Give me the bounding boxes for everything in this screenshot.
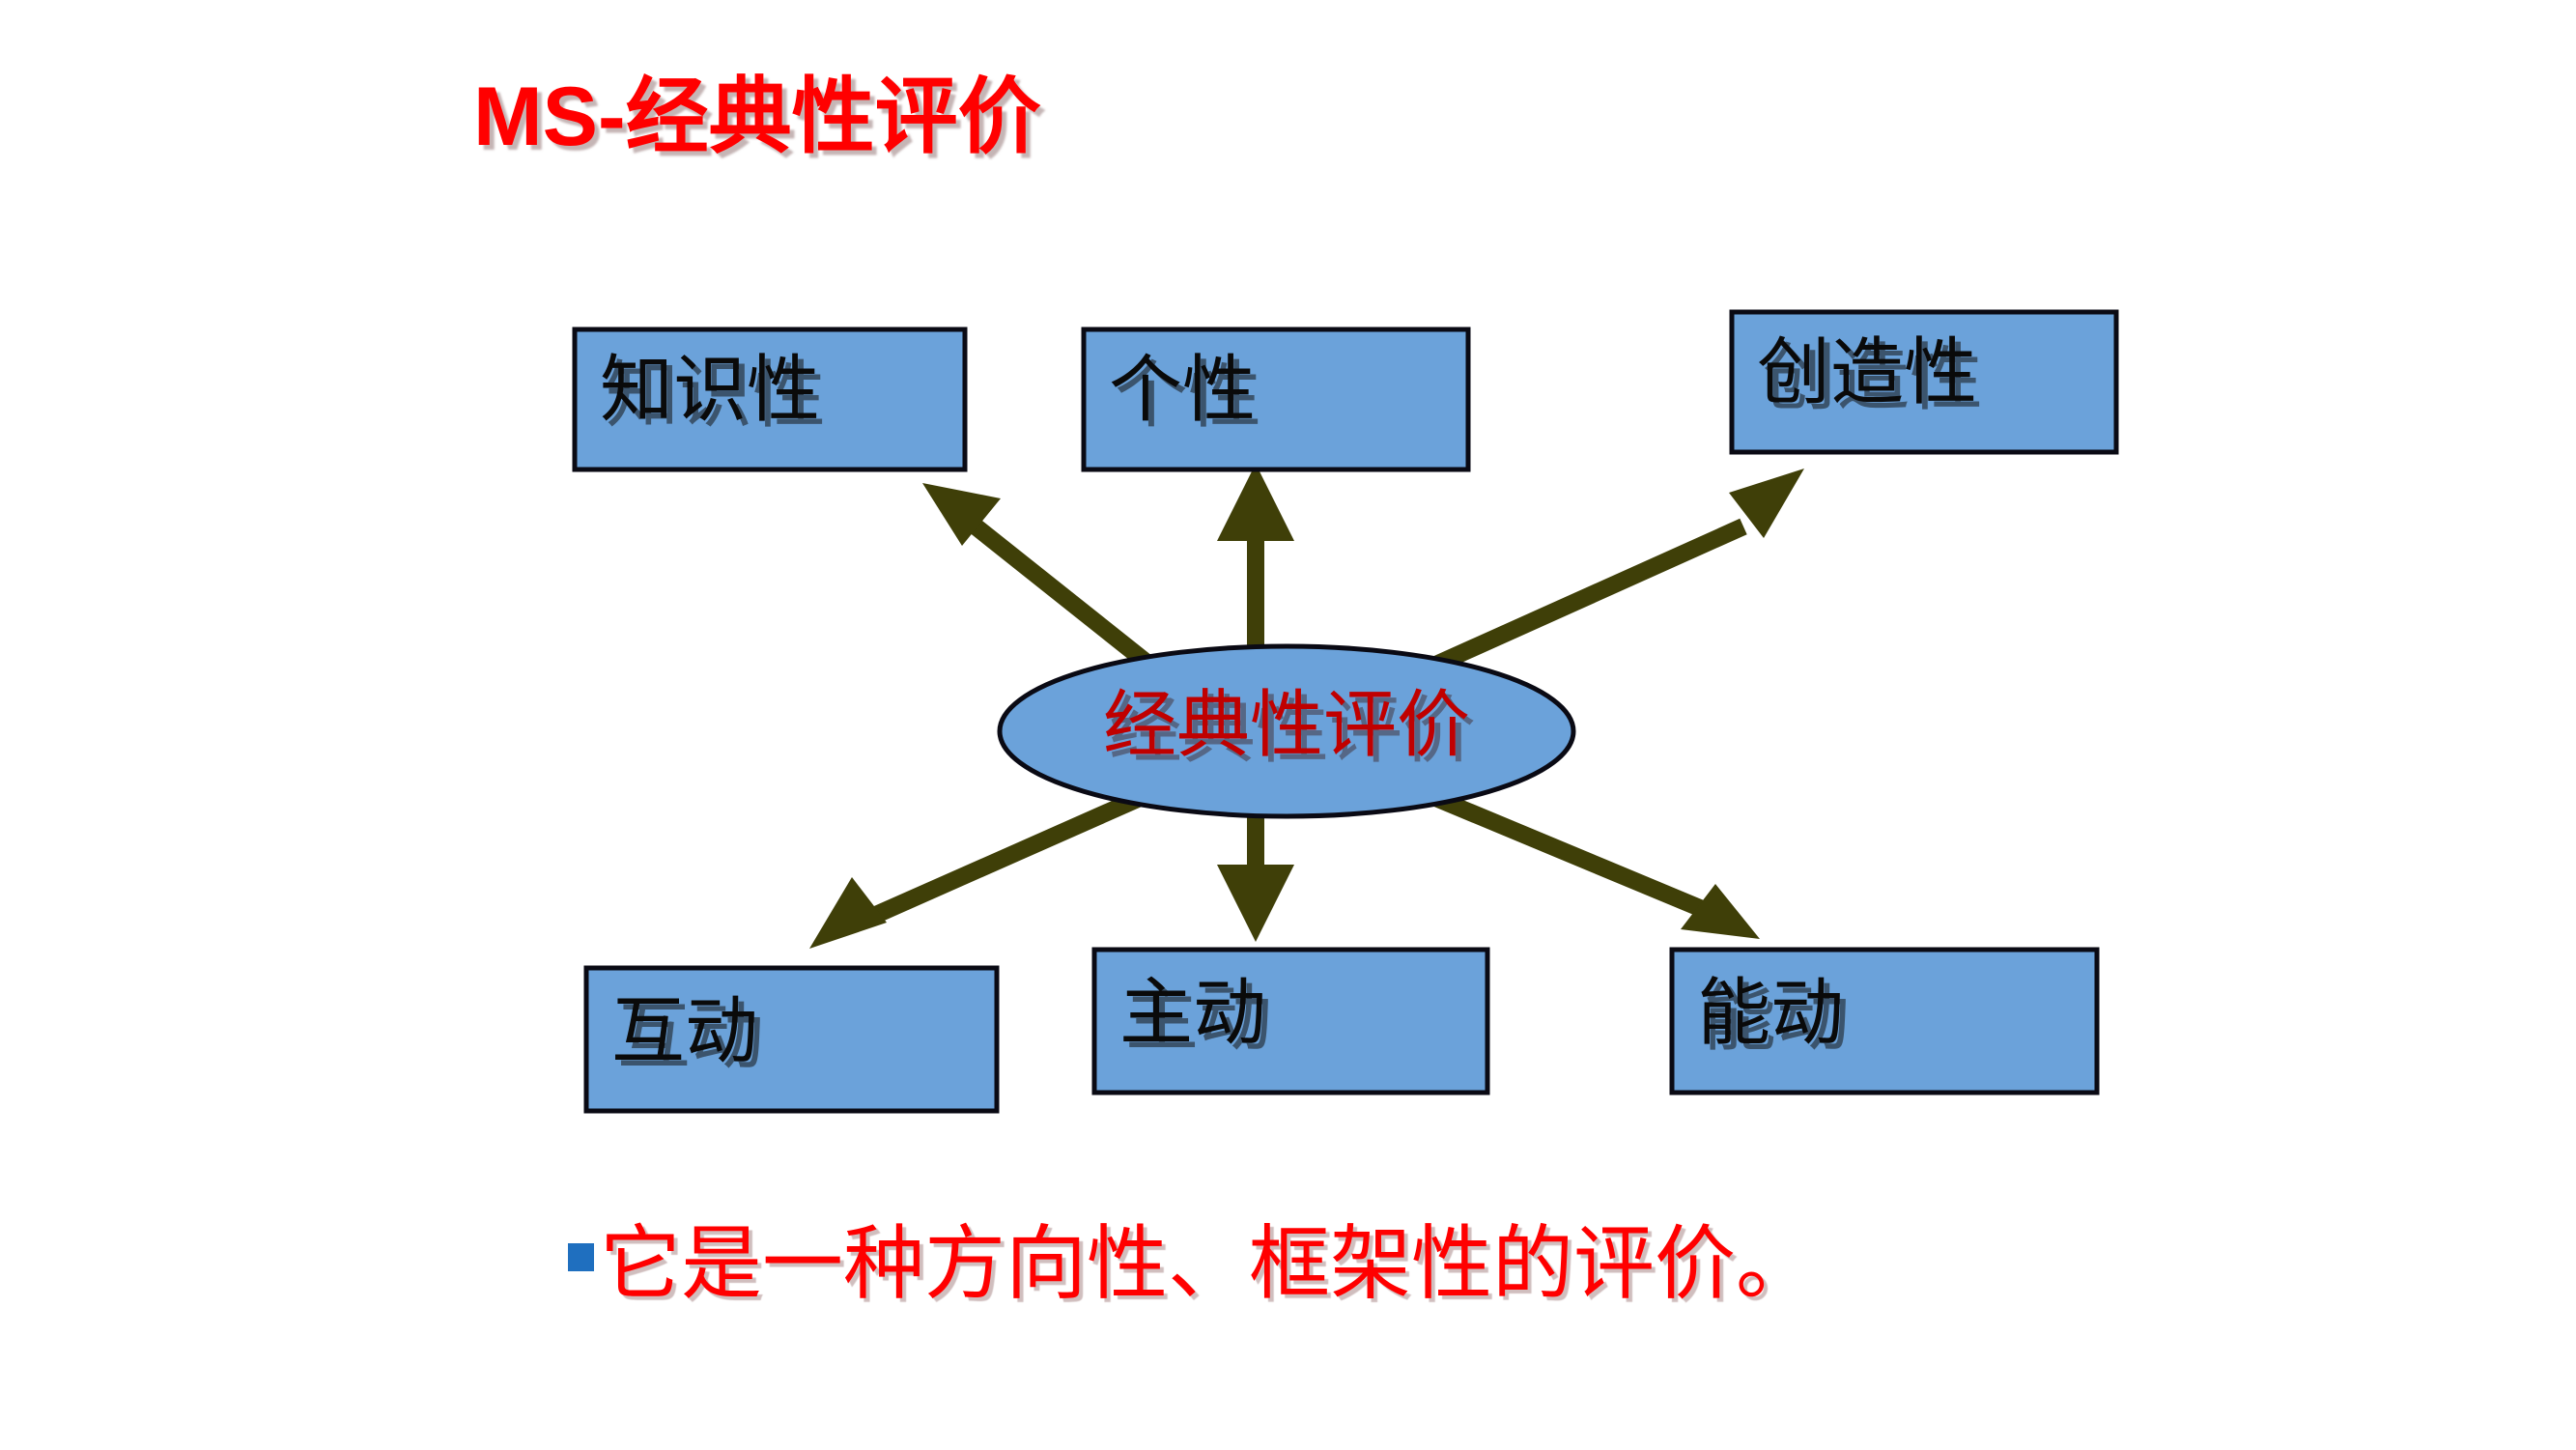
node-creativity-label: 创造性	[1757, 332, 1977, 413]
node-interactive-label-shadow: 互动	[617, 997, 764, 1078]
connector-center-to-creativity	[1406, 469, 1804, 685]
node-interactive-label: 互动	[611, 991, 758, 1072]
node-proactive-label-shadow: 主动	[1125, 979, 1272, 1060]
connector-center-to-personality	[1217, 464, 1294, 647]
node-personality-label-shadow: 个性	[1115, 355, 1261, 437]
connector-center-to-proactive	[1217, 816, 1294, 942]
connector-center-to-interactive	[809, 779, 1168, 949]
node-dynamic-label: 能动	[1697, 973, 1844, 1054]
bullet-line: 它是一种方向性、框架性的评价。	[568, 1225, 1817, 1306]
node-dynamic-label-shadow: 能动	[1703, 979, 1850, 1060]
bullet-square-icon	[568, 1243, 594, 1271]
node-creativity[interactable]: 创造性 创造性	[1729, 309, 2119, 455]
node-proactive[interactable]: 主动 主动	[1091, 947, 1490, 1095]
node-proactive-label: 主动	[1119, 973, 1266, 1054]
node-personality-label: 个性	[1109, 350, 1256, 431]
node-dynamic[interactable]: 能动 能动	[1669, 947, 2100, 1095]
page-title: MS-经典性评价	[473, 71, 1041, 163]
center-hub-label-shadow: 经典性评价	[1109, 691, 1476, 772]
node-knowledge[interactable]: 知识性 知识性	[572, 327, 968, 472]
node-knowledge-label-shadow: 知识性	[606, 355, 826, 437]
center-hub-label: 经典性评价	[1103, 685, 1470, 766]
bullet-text: 它是一种方向性、框架性的评价。	[600, 1220, 1818, 1310]
node-interactive[interactable]: 互动 互动	[583, 965, 1000, 1114]
connector-center-to-knowledge	[922, 483, 1170, 684]
node-knowledge-label: 知识性	[600, 350, 820, 431]
node-personality[interactable]: 个性 个性	[1081, 327, 1471, 472]
node-creativity-label-shadow: 创造性	[1763, 338, 1983, 419]
node-center-hub[interactable]: 经典性评价 经典性评价	[997, 643, 1576, 819]
connector-center-to-dynamic	[1406, 779, 1760, 939]
